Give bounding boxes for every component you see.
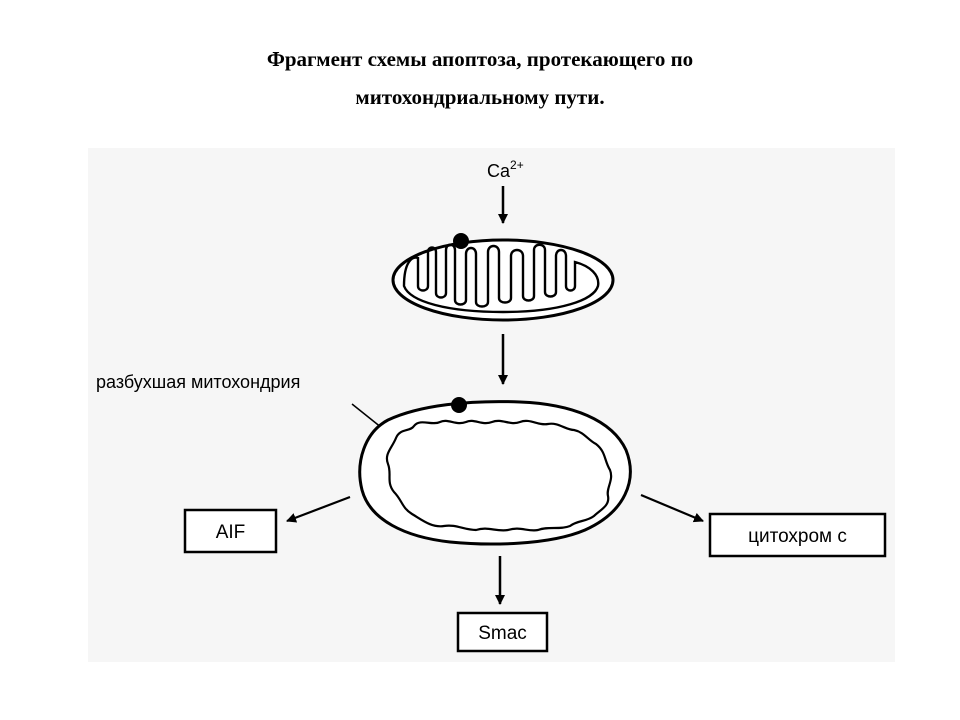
cytochrome-c-box: цитохром с [708, 512, 887, 558]
swollen-channel-dot [451, 397, 467, 413]
calcium-base: Ca [487, 161, 511, 181]
swollen-mitochondrion-label: разбухшая митохондрия [96, 372, 300, 392]
smac-box: Smac [456, 611, 549, 653]
swollen-mitochondrion [358, 397, 632, 546]
label-leader-line [351, 403, 383, 429]
title-line-1: Фрагмент схемы апоптоза, протекающего по [266, 47, 694, 71]
title-line-2: митохондриальному пути. [355, 85, 605, 109]
normal-mitochondrion [391, 233, 615, 322]
swollen-outer-membrane [358, 400, 632, 546]
aif-box: AIF [183, 508, 278, 554]
smac-label: Smac [478, 623, 527, 644]
calcium-label: Ca2+ [487, 158, 524, 181]
mitochondrion-outer-membrane [391, 238, 615, 322]
membrane-channel-dot [453, 233, 469, 249]
swollen-inner-membrane [385, 419, 613, 532]
mitochondrion-cristae [402, 243, 600, 314]
aif-label: AIF [216, 522, 246, 543]
calcium-superscript: 2+ [510, 158, 524, 172]
arrow-to-aif [286, 495, 351, 523]
arrow-to-cytochrome [640, 493, 704, 523]
cytochrome-c-label: цитохром с [748, 526, 847, 547]
page-title: Фрагмент схемы апоптоза, протекающего по… [0, 40, 960, 116]
